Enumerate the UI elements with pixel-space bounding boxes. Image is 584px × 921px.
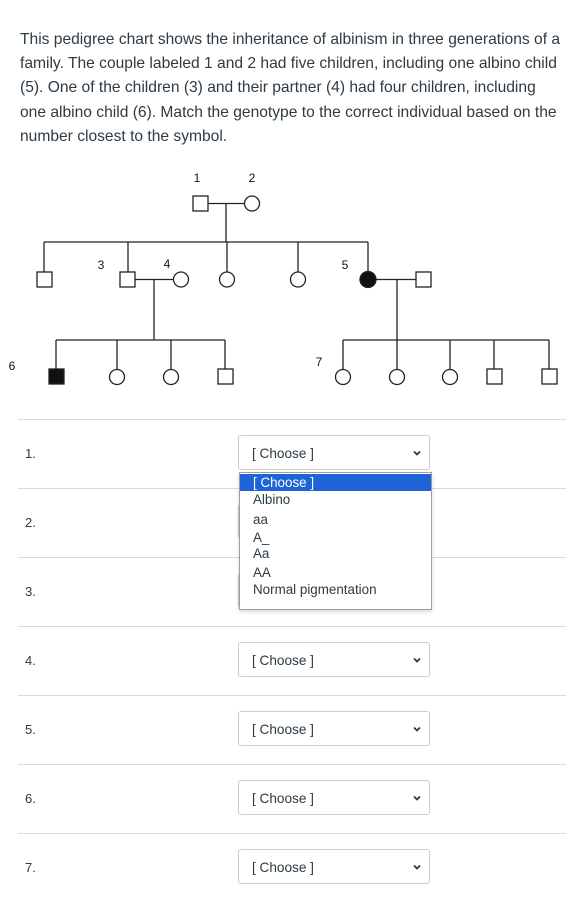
pedigree-label-4: 4 (164, 257, 171, 271)
male-symbol (36, 271, 53, 288)
genotype-select-1[interactable]: [ Choose ] (238, 435, 430, 470)
male-symbol (192, 195, 209, 212)
row-number: 5. (25, 722, 36, 737)
select-value: [ Choose ] (252, 860, 314, 875)
row-number: 2. (25, 515, 36, 530)
female-symbol (172, 271, 190, 288)
question-text: This pedigree chart shows the inheritanc… (20, 31, 561, 145)
albino-male-symbol (48, 368, 65, 385)
row-number: 6. (25, 791, 36, 806)
chevron-down-icon (413, 726, 421, 732)
female-symbol (218, 271, 236, 288)
male-symbol (217, 368, 234, 385)
female-symbol (162, 368, 180, 386)
row-number: 7. (25, 860, 36, 875)
pedigree-label-3: 3 (98, 258, 105, 272)
answer-row-4: 4. [ Choose ] (18, 626, 566, 696)
albino-female-symbol (359, 270, 377, 289)
row-number: 4. (25, 653, 36, 668)
female-symbol (441, 368, 459, 386)
dropdown-option-normal[interactable]: Normal pigmentation (253, 582, 377, 597)
dropdown-option-aa[interactable]: aa (253, 512, 268, 527)
dropdown-option-albino[interactable]: Albino (253, 492, 291, 507)
male-symbol (486, 368, 503, 385)
answer-row-5: 5. [ Choose ] (18, 695, 566, 765)
dropdown-option-Aa[interactable]: Aa (253, 546, 270, 561)
female-symbol (289, 271, 307, 288)
female-symbol (108, 368, 126, 386)
select-value: [ Choose ] (252, 653, 314, 668)
row-number: 3. (25, 584, 36, 599)
dropdown-option-AA[interactable]: AA (253, 565, 271, 580)
genotype-select-7[interactable]: [ Choose ] (238, 849, 430, 884)
female-symbol (388, 368, 406, 386)
female-symbol (334, 368, 352, 386)
pedigree-label-5: 5 (342, 258, 349, 272)
pedigree-label-2: 2 (249, 171, 256, 185)
genotype-select-6[interactable]: [ Choose ] (238, 780, 430, 815)
chevron-down-icon (413, 657, 421, 663)
select-value: [ Choose ] (252, 446, 314, 461)
pedigree-label-6: 6 (9, 359, 16, 373)
chevron-down-icon (413, 450, 421, 456)
row-number: 1. (25, 446, 36, 461)
pedigree-chart: 1 2 3 4 5 6 7 (9, 171, 558, 386)
male-symbol (119, 271, 136, 288)
pedigree-label-1: 1 (194, 171, 201, 185)
select-value: [ Choose ] (252, 791, 314, 806)
answer-row-1: 1. [ Choose ] (18, 419, 566, 489)
male-symbol (415, 271, 432, 288)
answer-row-6: 6. [ Choose ] (18, 764, 566, 834)
dropdown-option-a-blank[interactable]: A_ (253, 530, 270, 545)
male-symbol (541, 368, 558, 385)
genotype-dropdown-list: [ Choose ] Albino aa A_ Aa AA Normal pig… (239, 472, 432, 610)
pedigree-label-7: 7 (316, 355, 323, 369)
chevron-down-icon (413, 864, 421, 870)
select-value: [ Choose ] (252, 722, 314, 737)
genotype-select-5[interactable]: [ Choose ] (238, 711, 430, 746)
answer-row-7: 7. [ Choose ] (18, 833, 566, 903)
chevron-down-icon (413, 795, 421, 801)
female-symbol (243, 195, 261, 212)
dropdown-option-choose[interactable]: [ Choose ] (240, 474, 431, 491)
genotype-select-4[interactable]: [ Choose ] (238, 642, 430, 677)
